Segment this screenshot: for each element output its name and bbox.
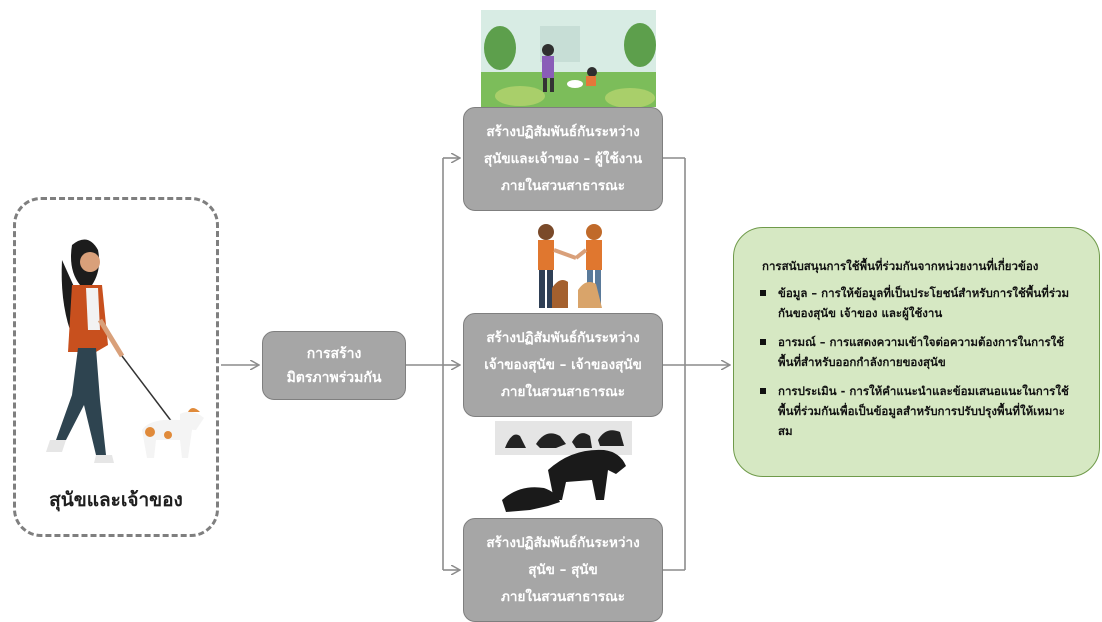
box2-line3: ภายในสวนสาธารณะ bbox=[501, 383, 625, 400]
bullet-icon bbox=[760, 388, 766, 394]
support-item: อารมณ์ – การแสดงความเข้าใจต่อความต้องการ… bbox=[760, 332, 1077, 372]
support-title: การสนับสนุนการใช้พื้นที่ร่วมกันจากหน่วยง… bbox=[762, 259, 1039, 273]
box2-line1: สร้างปฏิสัมพันธ์กันระหว่าง bbox=[486, 329, 640, 346]
dogs-playing-icon bbox=[502, 449, 626, 512]
bullet-icon bbox=[760, 290, 766, 296]
box2-line2: เจ้าของสุนัข – เจ้าของสุนัข bbox=[484, 356, 642, 373]
support-box: การสนับสนุนการใช้พื้นที่ร่วมกันจากหน่วยง… bbox=[733, 227, 1100, 477]
center-box: การสร้าง มิตรภาพร่วมกัน bbox=[262, 331, 406, 400]
box1-line3: ภายในสวนสาธารณะ bbox=[501, 177, 625, 194]
support-item: การประเมิน - การให้คำแนะนำและข้อมเสนอแนะ… bbox=[760, 381, 1077, 441]
support-item: ข้อมูล – การให้ข้อมูลที่เป็นประโยชน์สำหร… bbox=[760, 283, 1077, 323]
owner-frame bbox=[13, 197, 219, 537]
box3-line3: ภายในสวนสาธารณะ bbox=[501, 588, 625, 605]
box3-line1: สร้างปฏิสัมพันธ์กันระหว่าง bbox=[486, 534, 640, 551]
interaction-box-2: สร้างปฏิสัมพันธ์กันระหว่าง เจ้าของสุนัข … bbox=[463, 313, 663, 417]
support-item-text: ข้อมูล – การให้ข้อมูลที่เป็นประโยชน์สำหร… bbox=[778, 286, 1070, 320]
owner-label: สุนัขและเจ้าของ bbox=[49, 489, 183, 511]
center-line1: การสร้าง bbox=[306, 345, 362, 362]
park-scene-icon bbox=[481, 10, 656, 108]
bullet-icon bbox=[760, 339, 766, 345]
interaction-box-3: สร้างปฏิสัมพันธ์กันระหว่าง สุนัข – สุนัข… bbox=[463, 518, 663, 622]
interaction-box-1: สร้างปฏิสัมพันธ์กันระหว่าง สุนัขและเจ้าข… bbox=[463, 107, 663, 211]
center-line2: มิตรภาพร่วมกัน bbox=[286, 369, 382, 386]
box3-line2: สุนัข – สุนัข bbox=[528, 561, 598, 578]
support-item-text: การประเมิน - การให้คำแนะนำและข้อมเสนอแนะ… bbox=[778, 384, 1069, 438]
owners-handshake-icon bbox=[538, 224, 602, 308]
box1-line2: สุนัขและเจ้าของ – ผู้ใช้งาน bbox=[483, 150, 643, 167]
dog-silhouettes-icon bbox=[495, 421, 632, 455]
box1-line1: สร้างปฏิสัมพันธ์กันระหว่าง bbox=[486, 123, 640, 140]
support-item-text: อารมณ์ – การแสดงความเข้าใจต่อความต้องการ… bbox=[778, 335, 1065, 369]
woman-walking-dog-icon bbox=[46, 239, 204, 463]
